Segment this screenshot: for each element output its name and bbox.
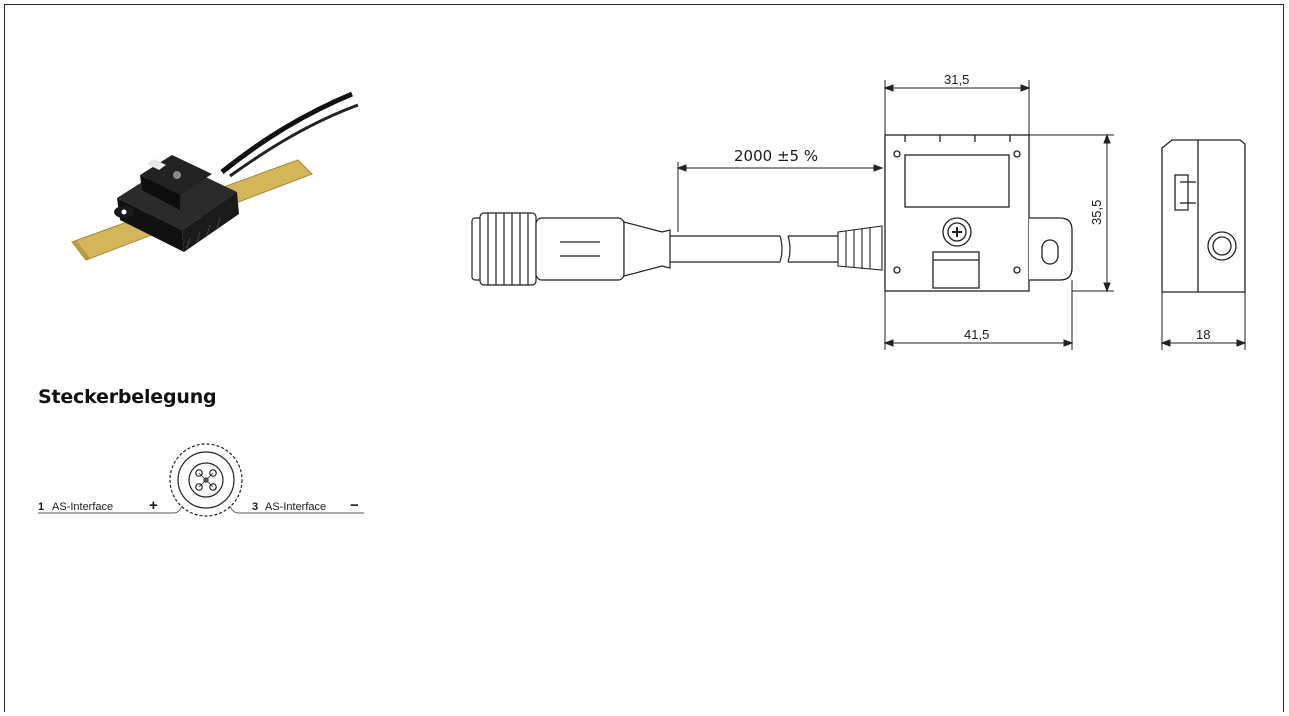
pin-assignment-diagram: 1 AS-Interface + 3 AS-Interface − xyxy=(38,443,364,517)
pin-right-label: AS-Interface xyxy=(265,501,326,513)
dim-depth: 18 xyxy=(1196,327,1210,342)
dim-height: 35,5 xyxy=(1089,200,1104,225)
dim-cable-length: 2000 ±5 % xyxy=(734,147,818,165)
m12-connector xyxy=(471,212,671,286)
pin-left-number: 1 xyxy=(38,501,44,513)
connector-face xyxy=(169,443,243,517)
pin-left-label: AS-Interface xyxy=(52,501,113,513)
photo-cable xyxy=(220,91,353,174)
page-frame xyxy=(4,4,1284,712)
dim-top-width: 31,5 xyxy=(944,72,969,87)
product-photo xyxy=(71,91,359,261)
strain-relief xyxy=(837,225,883,271)
dimension-lines xyxy=(676,80,1247,350)
cable-drawing xyxy=(670,235,838,263)
pin-right-sign: − xyxy=(350,497,359,514)
sensor-housing-side xyxy=(1161,139,1246,293)
dimension-drawing: 2000 ±5 % 31,5 35,5 41,5 18 xyxy=(471,72,1247,350)
sensor-housing-front xyxy=(884,134,1073,292)
pin-assignment-heading: Steckerbelegung xyxy=(38,386,217,408)
dim-bottom-width: 41,5 xyxy=(964,327,989,342)
pin-right-number: 3 xyxy=(252,501,258,513)
pin-left-sign: + xyxy=(149,497,158,514)
